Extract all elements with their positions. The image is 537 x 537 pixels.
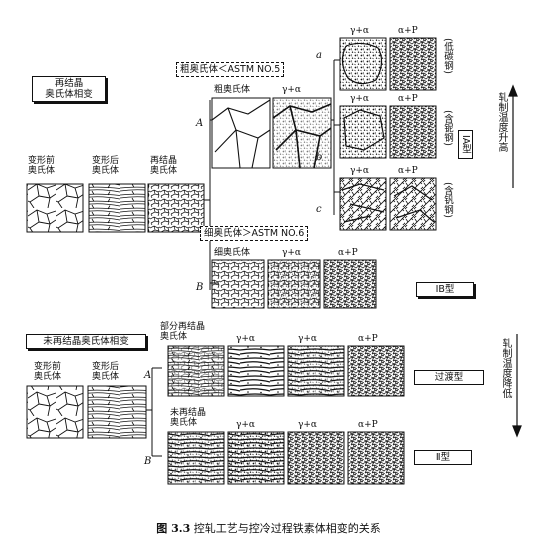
row-a-note: (低碳钢) [442,38,453,74]
branch-a-label: a [316,50,322,61]
row-c-label-1: γ+α [350,166,369,176]
branch-B-label: B [196,282,204,293]
row-a-label-2: α+P [398,26,418,36]
type-II-box: Ⅱ型 [414,450,472,465]
after-deform-label: 变形后 奥氏体 [92,156,120,176]
row-b-note: (含铌钢) [442,110,453,146]
row-a-label-1: γ+α [350,26,369,36]
row-c-note: (含钒钢) [442,182,453,218]
arrow-up-label: 轧制温度升高 [496,92,507,152]
recrystallized-header-box: 再结晶 奥氏体相变 [32,76,106,102]
nr-after-deform-label: 变形后 奥氏体 [92,362,120,382]
row-A-label-1: γ+α [236,334,255,344]
row-A-label-2: γ+α [298,334,317,344]
branch-A-label: A [196,118,204,129]
branch-b-label: b [316,152,323,163]
coarse-gamma-alpha-label: γ+α [282,85,301,95]
nr-before-deform-label: 变形前 奥氏体 [34,362,62,382]
nonrecryst-label: 未再结晶 奥氏体 [170,408,207,428]
figure-caption: 图 3.3 控轧工艺与控冷过程铁素体相变的关系 [0,520,537,536]
nr-branch-B-label: B [144,456,152,467]
nonrecrystallized-header-box: 未再结晶奥氏体相变 [26,334,146,349]
fine-label-2: α+P [338,248,358,258]
row-b-label-1: γ+α [350,94,369,104]
type-transition-box: 过渡型 [414,370,484,385]
fine-label-1: γ+α [282,248,301,258]
type-IB-box: IB型 [416,282,474,297]
caption-text: 控轧工艺与控冷过程铁素体相变的关系 [193,522,381,535]
fine-austenite-box: 细奥氏体＞ASTM NO.6 [200,226,309,241]
arrow-down-label: 轧制温度降低 [500,338,511,398]
row-B-label-3: α+P [358,420,378,430]
row-B-label-2: γ+α [298,420,317,430]
caption-number: 图 3.3 [156,522,191,535]
row-B-label-1: γ+α [236,420,255,430]
branch-c-label: c [316,204,322,215]
before-deform-label: 变形前 奥氏体 [28,156,56,176]
type-IA-box: IA型 [458,130,473,159]
row-b-label-2: α+P [398,94,418,104]
recrystallized-label: 再结晶 奥氏体 [150,156,178,176]
row-c-label-2: α+P [398,166,418,176]
row-A-label-3: α+P [358,334,378,344]
coarse-austenite-box: 粗奥氏体＜ASTM NO.5 [176,62,285,77]
nr-branch-A-label: A [144,370,152,381]
fine-austenite-label: 细奥氏体 [214,248,251,258]
coarse-austenite-label: 粗奥氏体 [214,85,251,95]
partial-recryst-label: 部分再结晶 奥氏体 [160,322,206,342]
